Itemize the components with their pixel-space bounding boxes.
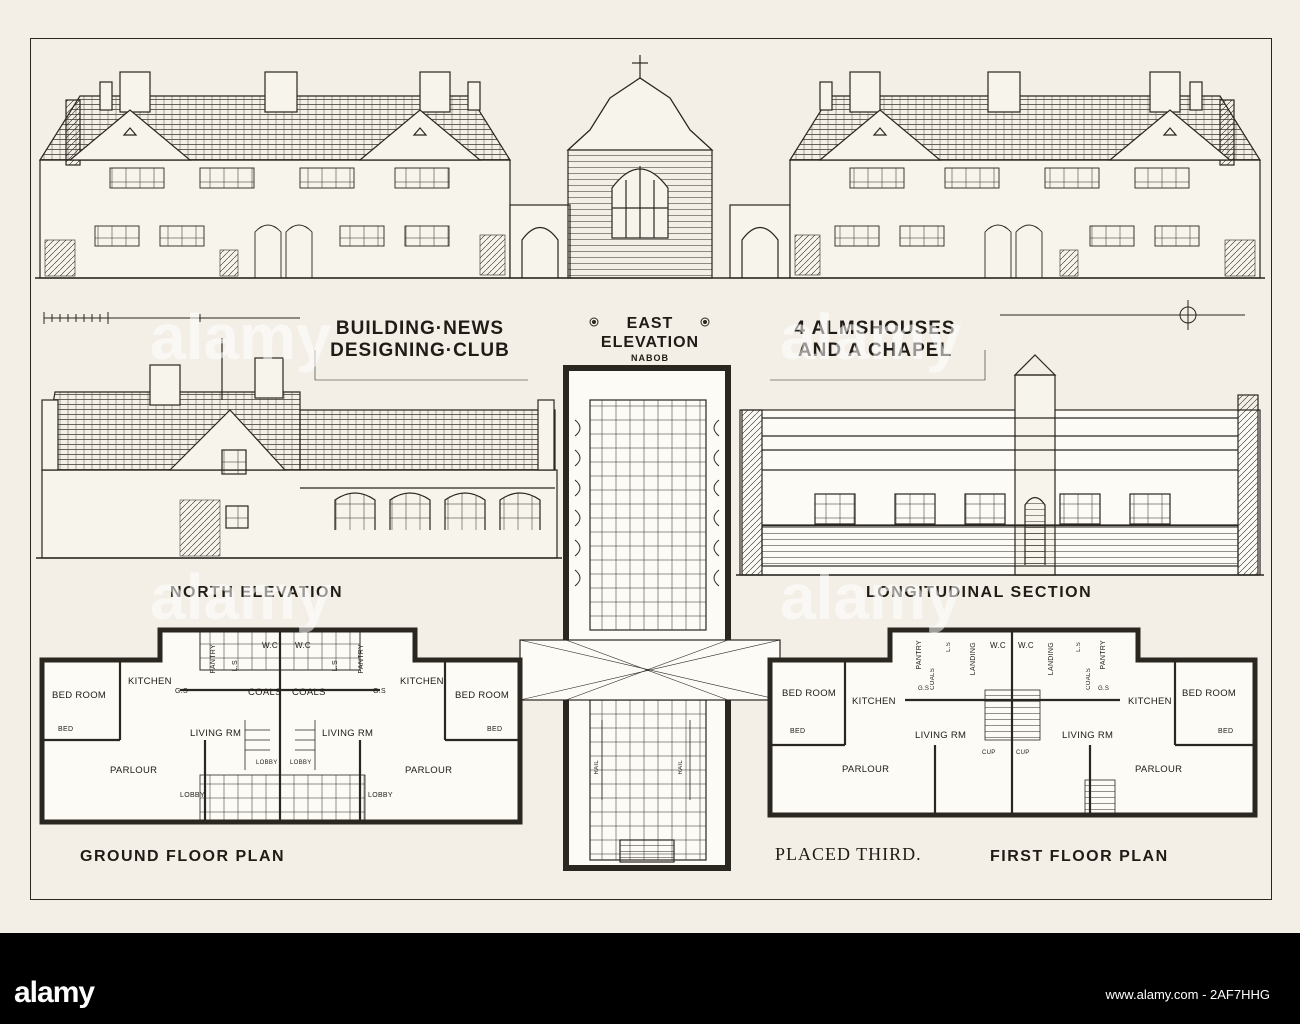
gf-lobby-center-left: LOBBY — [256, 760, 278, 766]
title-chapel: AND A CHAPEL — [797, 340, 953, 361]
title-almshouses: 4 ALMSHOUSES — [794, 318, 956, 339]
ff-kitchen-right: KITCHEN — [1128, 696, 1172, 707]
east-chapel — [509, 55, 791, 279]
stock-id: www.alamy.com - 2AF7HHG — [1105, 987, 1270, 1002]
ff-living-left: LIVING RM — [915, 730, 967, 741]
gf-parlour-left: PARLOUR — [110, 765, 158, 776]
gf-kitchen-right: KITCHEN — [400, 676, 444, 687]
watermark: alamy — [780, 561, 962, 633]
gf-ls-right: L.S — [332, 660, 339, 672]
east-elevation — [35, 55, 1265, 279]
caption-first-floor-plan: FIRST FLOOR PLAN — [990, 848, 1169, 865]
ff-wc-right: W.C — [1018, 641, 1035, 650]
ff-parlour-left: PARLOUR — [842, 764, 890, 775]
watermark: alamy — [780, 301, 962, 373]
ff-kitchen-left: KITCHEN — [852, 696, 896, 707]
ff-coals-left: COALS — [930, 668, 936, 690]
stock-footer — [0, 933, 1300, 1024]
gf-living-right: LIVING RM — [322, 728, 374, 739]
gf-parlour-right: PARLOUR — [405, 765, 453, 776]
gf-pantry-left: PANTRY — [210, 644, 217, 674]
ff-coals-right: COALS — [1086, 668, 1092, 690]
title-pseudonym: NABOB — [631, 353, 669, 363]
gf-coals-left: COALS — [248, 687, 282, 698]
gf-bedroom-right: BED ROOM — [455, 690, 510, 701]
gf-bed-left: BED — [58, 726, 74, 733]
ff-pantry-left: PANTRY — [916, 640, 923, 670]
ff-cupboard-left: CUP — [982, 750, 996, 756]
ff-living-right: LIVING RM — [1062, 730, 1114, 741]
ff-landing-left: LANDING — [970, 642, 977, 676]
chapel-rail-right: RAIL — [678, 760, 684, 775]
title-building-news: BUILDING·NEWS — [335, 318, 505, 339]
title-ornaments — [589, 317, 710, 327]
longitudinal-section — [736, 354, 1264, 576]
gf-kitchen-left: KITCHEN — [128, 676, 172, 687]
gf-lobby-center-right: LOBBY — [290, 760, 312, 766]
ff-gs-right: G.S — [1098, 686, 1110, 692]
gf-lobby-left: LOBBY — [180, 792, 205, 799]
ff-pantry-right: PANTRY — [1100, 640, 1107, 670]
gf-pantry-right: PANTRY — [358, 644, 365, 674]
caption-north-elevation: NORTH ELEVATION — [170, 584, 344, 601]
title-brackets — [314, 350, 986, 381]
first-floor-plan — [767, 627, 1258, 818]
caption-ground-floor-plan: GROUND FLOOR PLAN — [80, 848, 286, 865]
title-east: EAST — [626, 315, 674, 332]
chapel-rail-left: RAIL — [594, 760, 600, 775]
gf-wc-right: W.C — [295, 641, 312, 650]
sheet-border — [30, 38, 1272, 900]
compass-mark — [1000, 300, 1245, 330]
gf-coals-right: COALS — [292, 687, 326, 698]
ff-parlour-right: PARLOUR — [1135, 764, 1183, 775]
caption-longitudinal-section: LONGITUDINAL SECTION — [866, 584, 1093, 601]
ff-ls-right: L.S — [1076, 642, 1082, 652]
title-block-center: EAST ELEVATION NABOB — [570, 314, 730, 364]
ff-bed-right: BED — [1218, 728, 1234, 735]
gf-lobby-right: LOBBY — [368, 792, 393, 799]
gf-gs-left: G.S — [175, 688, 188, 695]
scale-bar — [43, 312, 300, 324]
gf-gs-right: G.S — [373, 688, 386, 695]
ff-landing-right: LANDING — [1048, 642, 1055, 676]
chapel-plan — [519, 365, 781, 871]
watermark: alamy — [150, 561, 332, 633]
gf-bedroom-left: BED ROOM — [52, 690, 107, 701]
ff-bedroom-left: BED ROOM — [782, 688, 837, 699]
ff-bedroom-right: BED ROOM — [1182, 688, 1237, 699]
gf-bed-right: BED — [487, 726, 503, 733]
architectural-drawing — [35, 55, 1265, 871]
ff-ls-left: L.S — [946, 642, 952, 652]
ff-wc-left: W.C — [990, 641, 1007, 650]
east-right-block — [788, 71, 1262, 279]
title-block-left: BUILDING·NEWS DESIGNING·CLUB — [300, 318, 540, 362]
ground-floor-plan — [39, 627, 523, 825]
ff-bed-left: BED — [790, 728, 806, 735]
title-block-right: 4 ALMSHOUSES AND A CHAPEL — [750, 318, 1000, 362]
ff-cupboard-right: CUP — [1016, 750, 1030, 756]
title-designing-club: DESIGNING·CLUB — [330, 340, 510, 361]
gf-wc-left: W.C — [262, 641, 279, 650]
ff-gs-left: G.S — [918, 686, 930, 692]
brand-logo[interactable]: alamy — [14, 976, 95, 1009]
gf-ls-left: L.S — [232, 660, 239, 672]
caption-placed-third: PLACED THIRD. — [775, 844, 922, 864]
east-left-block — [38, 71, 512, 279]
gf-living-left: LIVING RM — [190, 728, 242, 739]
watermark: alamy — [150, 301, 332, 373]
title-elevation: ELEVATION — [600, 334, 700, 351]
north-elevation — [36, 338, 562, 559]
